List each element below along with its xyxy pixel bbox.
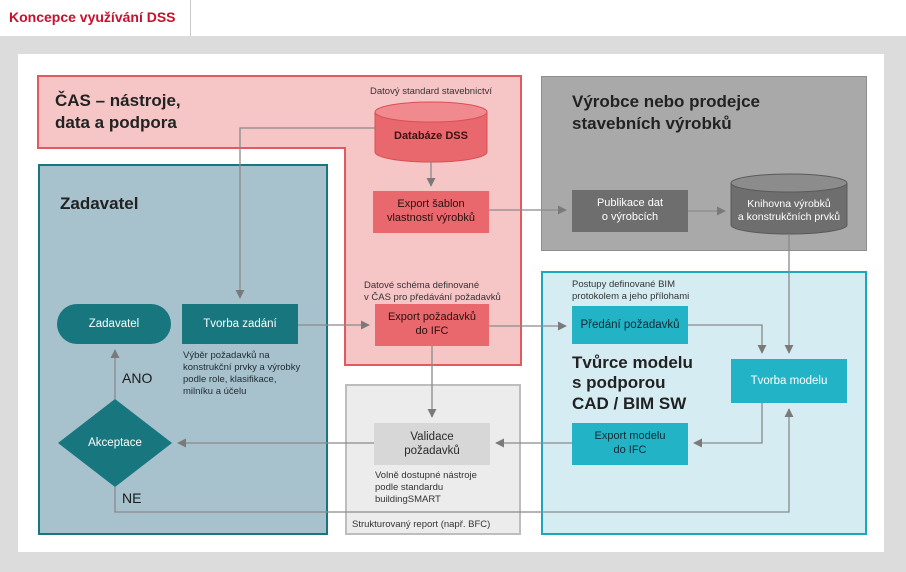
- vyrobce-heading-line: stavebních výrobků: [572, 114, 732, 134]
- report-note: Strukturovaný report (např. BFC): [352, 519, 491, 530]
- publikace-line: o výrobcích: [601, 211, 659, 223]
- zadani-note-line: Výběr požadavků na: [183, 350, 270, 361]
- knihovna-line: a konstrukčních prvků: [737, 211, 841, 223]
- predani-box: Předání požadavků: [572, 306, 688, 344]
- cas-heading: ČAS – nástroje, data a podpora: [55, 90, 181, 134]
- export-sablon-box: Export šablon vlastností výrobků: [373, 191, 489, 233]
- tvurce-heading-line: CAD / BIM SW: [572, 393, 687, 413]
- tvurce-heading-line: s podporou: [572, 373, 666, 393]
- tvurce-note-line: protokolem a jeho přílohami: [572, 290, 690, 302]
- zadavatel-heading: Zadavatel: [60, 194, 139, 213]
- tvurce-note: Postupy definované BIM protokolem a jeho…: [572, 279, 689, 303]
- tvorba-modelu-box: Tvorba modelu: [731, 359, 847, 403]
- cas-heading-line: ČAS – nástroje,: [55, 91, 181, 110]
- schema-note-line: v ČAS pro předávání požadavků: [364, 291, 501, 303]
- tvorba-zadani-box: Tvorba zadání: [182, 304, 298, 344]
- export-pozadavku-line: do IFC: [415, 325, 449, 337]
- vyrobce-heading: Výrobce nebo prodejce stavebních výrobků: [572, 91, 760, 135]
- validace-note-line: buildingSMART: [375, 493, 441, 505]
- export-pozadavku-box: Export požadavků do IFC: [375, 304, 489, 346]
- schema-note: Datové schéma definované v ČAS pro předá…: [364, 280, 501, 304]
- ne-label: NE: [122, 490, 142, 506]
- vyrobce-heading-line: Výrobce nebo prodejce: [572, 92, 760, 111]
- cas-note: Datový standard stavebnictví: [370, 86, 492, 97]
- cas-heading-line: data a podpora: [55, 113, 177, 133]
- export-modelu-box: Export modelu do IFC: [572, 423, 688, 465]
- export-modelu-line: do IFC: [613, 444, 647, 456]
- zadavatel-pill: Zadavatel: [57, 304, 171, 344]
- publikace-line: Publikace dat: [596, 197, 664, 210]
- page-title: Koncepce využívání DSS: [9, 9, 176, 25]
- zadani-note-line: konstrukční prvky a výrobky: [183, 361, 301, 373]
- export-sablon-line: Export šablon: [397, 198, 465, 211]
- tvurce-note-line: Postupy definované BIM: [572, 279, 675, 290]
- publikace-box: Publikace dat o výrobcích: [572, 190, 688, 232]
- akceptace-label: Akceptace: [88, 436, 142, 449]
- knihovna-line: Knihovna výrobků: [747, 197, 831, 210]
- validace-box: Validace požadavků: [374, 423, 490, 465]
- zadani-note-line: milníku a účelu: [183, 385, 247, 397]
- validace-note-line: Volně dostupné nástroje: [375, 470, 477, 481]
- schema-note-line: Datové schéma definované: [364, 280, 480, 291]
- validace-note: Volně dostupné nástroje podle standardu …: [375, 470, 477, 506]
- export-modelu-line: Export modelu: [594, 430, 666, 443]
- zadani-note: Výběr požadavků na konstrukční prvky a v…: [183, 350, 300, 398]
- tvurce-heading: Tvůrce modelu s podporou CAD / BIM SW: [572, 353, 693, 414]
- ano-label: ANO: [122, 370, 153, 386]
- knihovna-label: Knihovna výrobků a konstrukčních prvků: [731, 194, 847, 228]
- validace-line: požadavků: [404, 445, 460, 457]
- validace-line: Validace: [410, 430, 454, 443]
- zadani-note-line: podle role, klasifikace,: [183, 373, 277, 385]
- database-dss-label: Databáze DSS: [394, 130, 468, 143]
- tvurce-heading-line: Tvůrce modelu: [572, 353, 693, 372]
- title-tab: Koncepce využívání DSS: [0, 0, 191, 37]
- export-sablon-line: vlastností výrobků: [386, 212, 476, 224]
- export-pozadavku-line: Export požadavků: [387, 311, 477, 324]
- validace-note-line: podle standardu: [375, 481, 444, 493]
